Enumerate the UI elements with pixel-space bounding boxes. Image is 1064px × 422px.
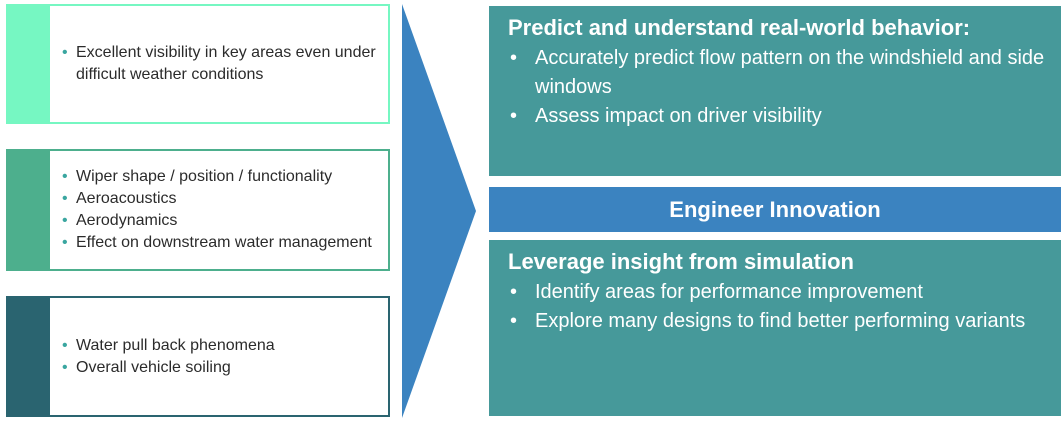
- requirement-box-visibility: Excellent visibility in key areas even u…: [6, 4, 390, 124]
- requirement-item: Wiper shape / position / functionality: [60, 166, 380, 188]
- requirement-box-soiling: Water pull back phenomena Overall vehicl…: [6, 296, 390, 417]
- panel-heading: Predict and understand real-world behavi…: [508, 15, 971, 40]
- requirement-item: Water pull back phenomena: [60, 335, 380, 357]
- requirement-list: Water pull back phenomena Overall vehicl…: [60, 298, 380, 415]
- box-accent-stripe: [8, 298, 50, 415]
- requirement-list: Wiper shape / position / functionality A…: [60, 151, 380, 269]
- benefit-list: Accurately predict flow pattern on the w…: [508, 44, 1045, 131]
- requirement-item: Aerodynamics: [60, 210, 380, 232]
- box-accent-stripe: [8, 6, 50, 122]
- benefit-list: Identify areas for performance improveme…: [508, 278, 1045, 336]
- flow-arrow-shape: [402, 4, 476, 418]
- panel-heading: Leverage insight from simulation: [508, 249, 854, 274]
- box-accent-stripe: [8, 151, 50, 269]
- requirement-item: Effect on downstream water management: [60, 232, 380, 254]
- requirement-item: Overall vehicle soiling: [60, 357, 380, 379]
- benefit-item: Identify areas for performance improveme…: [508, 278, 1045, 307]
- engineer-innovation-banner: Engineer Innovation: [489, 187, 1061, 232]
- requirement-item: Excellent visibility in key areas even u…: [60, 42, 380, 86]
- flow-arrow-icon: [402, 4, 476, 418]
- predict-panel: Predict and understand real-world behavi…: [489, 6, 1061, 176]
- requirement-item: Aeroacoustics: [60, 188, 380, 210]
- requirement-box-wiper: Wiper shape / position / functionality A…: [6, 149, 390, 271]
- leverage-panel: Leverage insight from simulation Identif…: [489, 240, 1061, 416]
- banner-label: Engineer Innovation: [669, 196, 881, 222]
- benefit-item: Accurately predict flow pattern on the w…: [508, 44, 1045, 102]
- benefit-item: Assess impact on driver visibility: [508, 102, 1045, 131]
- requirement-list: Excellent visibility in key areas even u…: [60, 6, 380, 122]
- benefit-item: Explore many designs to find better perf…: [508, 307, 1045, 336]
